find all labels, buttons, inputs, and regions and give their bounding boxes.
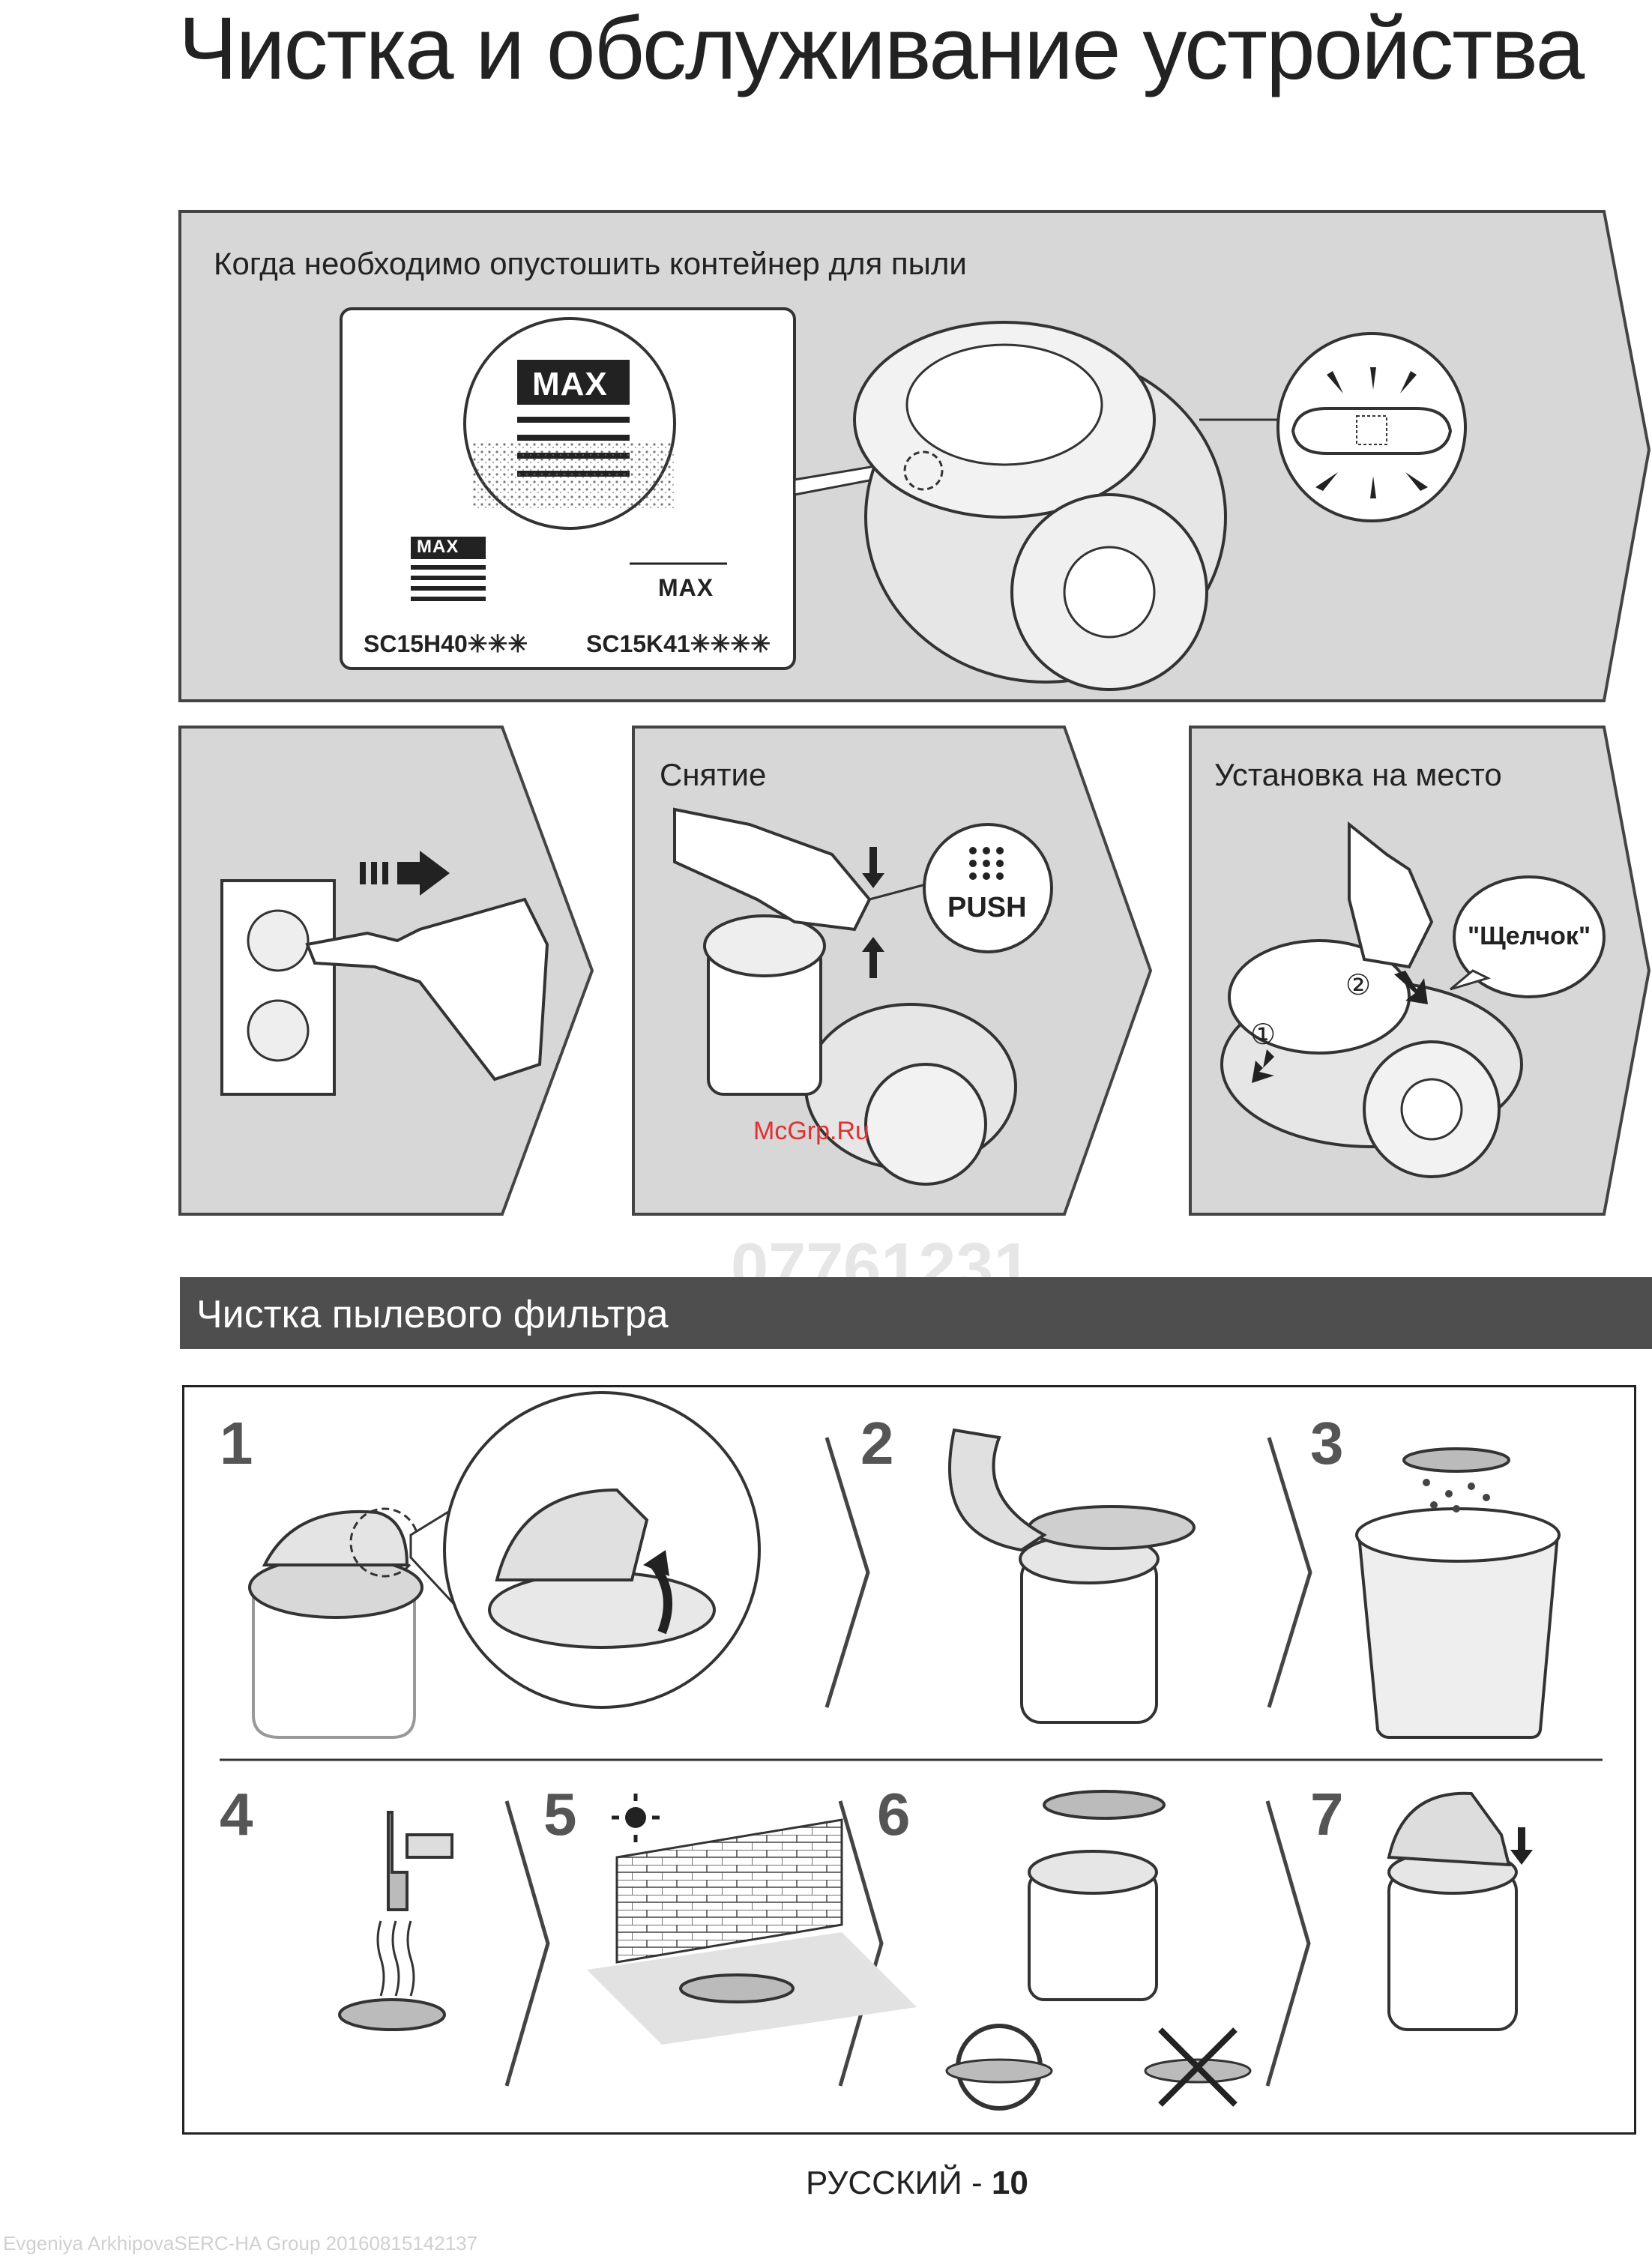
install-bin-panel [1190,727,1649,1214]
empty-panel-heading: Когда необходимо опустошить контейнер дл… [214,246,967,282]
step-number-2: 2 [860,1409,894,1478]
install-panel-heading: Установка на место [1214,757,1502,793]
empty-bin-panel [180,211,1649,701]
step-number-3: 3 [1310,1409,1344,1478]
step1-illustration [250,1393,759,1737]
step-number-6: 6 [877,1780,911,1849]
max-label-large: MAX [532,366,608,403]
step-number-7: 7 [1310,1780,1344,1849]
remove-bin-panel [633,727,1151,1214]
push-label: PUSH [947,892,1027,924]
filter-section-bar: Чистка пылевого фильтра [180,1277,1652,1349]
step4-illustration [340,1812,452,2030]
step6-illustration [947,1791,1250,2108]
step-number-1: 1 [220,1409,253,1478]
top-illustrations [0,0,1652,1274]
marker-one: ① [1250,1018,1276,1052]
filter-steps-illustrations [182,1385,1636,2135]
footer-page-number: 10 [992,2165,1028,2201]
step2-illustration [950,1430,1194,1722]
model-a-label: SC15H40✳✳✳ [364,630,528,658]
push-button-circle [924,824,1052,952]
remove-panel-heading: Снятие [660,757,766,793]
model-b-label: SC15K41✳✳✳✳ [586,630,771,658]
filter-section-heading: Чистка пылевого фильтра [196,1292,669,1337]
watermark-user: Evgeniya ArkhipovaSERC-HA Group 20160815… [3,2232,477,2255]
max-label-small-b: MAX [658,574,714,602]
click-label: "Щелчок" [1468,922,1591,951]
step3-illustration [1357,1449,1559,1737]
page-footer: РУССКИЙ - 10 [806,2165,1028,2202]
step5-illustration [587,1794,917,2045]
step7-illustration [1389,1794,1533,2030]
watermark-site: McGrp.Ru [753,1117,869,1146]
unplug-panel [180,727,592,1214]
step-number-4: 4 [220,1780,253,1849]
max-label-small-a: MAX [417,537,459,558]
marker-two: ② [1345,968,1371,1002]
step-number-5: 5 [543,1780,577,1849]
footer-language: РУССКИЙ - [806,2165,992,2201]
